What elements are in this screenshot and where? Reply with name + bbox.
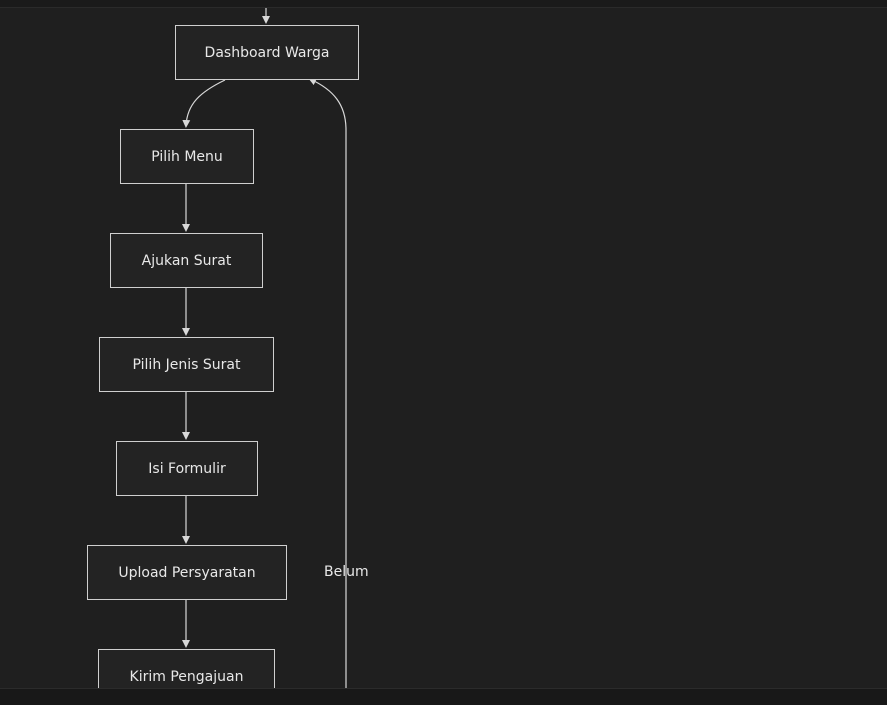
node-upload-persyaratan: Upload Persyaratan — [87, 545, 287, 600]
node-pilih-menu-label: Pilih Menu — [151, 148, 223, 165]
bottom-edge-bar — [0, 688, 887, 705]
edge-belum-loop-to-dashboard — [308, 77, 347, 688]
node-pilih-jenis-surat: Pilih Jenis Surat — [99, 337, 274, 392]
node-ajukan-surat: Ajukan Surat — [110, 233, 263, 288]
node-isi-formulir-label: Isi Formulir — [148, 460, 226, 477]
edge-dashboard-to-pilih-menu — [182, 79, 226, 128]
node-ajukan-surat-label: Ajukan Surat — [141, 252, 232, 269]
node-isi-formulir: Isi Formulir — [116, 441, 258, 496]
node-dashboard-warga: Dashboard Warga — [175, 25, 359, 80]
node-upload-persyaratan-label: Upload Persyaratan — [118, 564, 256, 581]
node-pilih-menu: Pilih Menu — [120, 129, 254, 184]
node-kirim-pengajuan-label: Kirim Pengajuan — [129, 669, 244, 685]
node-dashboard-warga-label: Dashboard Warga — [204, 44, 330, 61]
edge-label-belum: Belum — [324, 564, 369, 580]
top-edge-bar — [0, 0, 887, 8]
node-pilih-jenis-surat-label: Pilih Jenis Surat — [132, 356, 241, 373]
